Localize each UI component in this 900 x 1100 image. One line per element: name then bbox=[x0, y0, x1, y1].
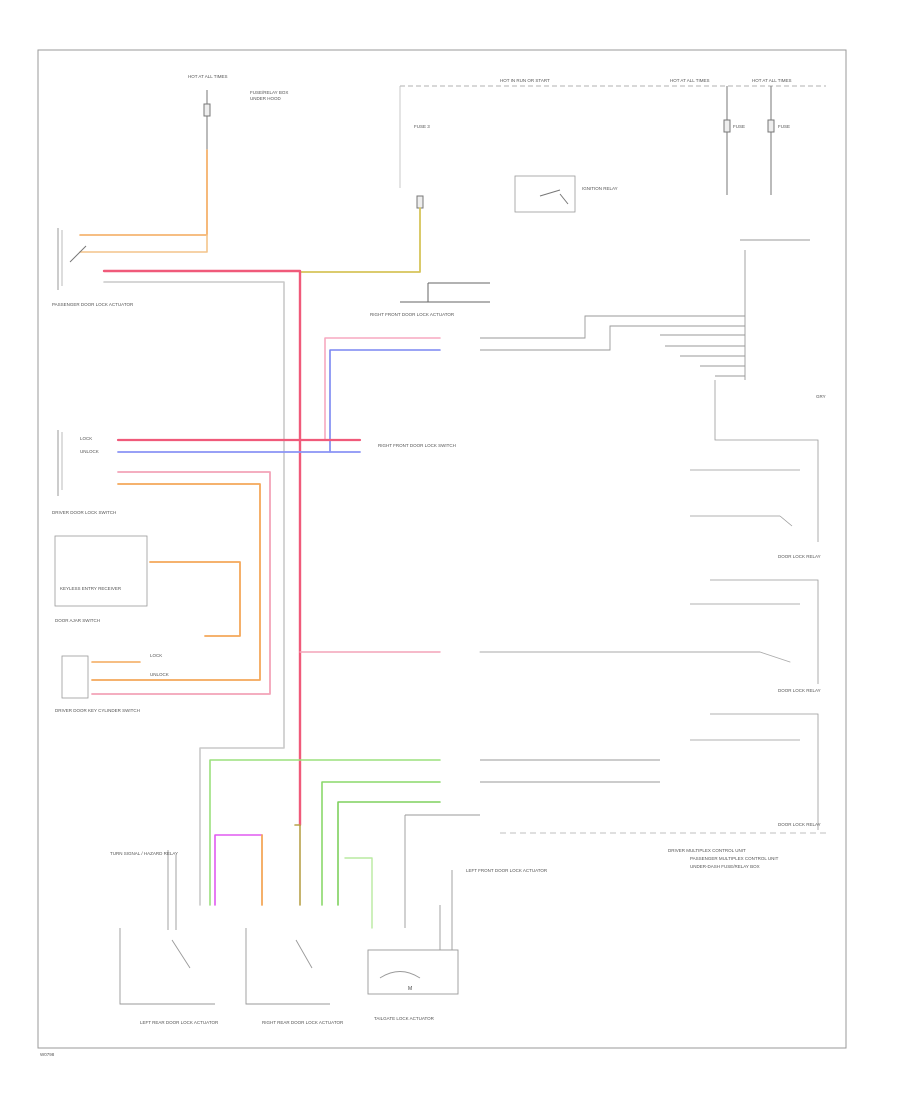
label-unlock-2: UNLOCK bbox=[150, 672, 169, 677]
label-lock-2: LOCK bbox=[150, 653, 162, 658]
label-hot-at-all-times-3: HOT AT ALL TIMES bbox=[752, 78, 792, 83]
label-key-cylinder-switch: DRIVER DOOR KEY CYLINDER SWITCH bbox=[55, 708, 140, 713]
label-keyless-entry-receiver: KEYLESS ENTRY RECEIVER bbox=[60, 586, 122, 591]
wire-red-top bbox=[102, 269, 302, 827]
label-unlock: UNLOCK bbox=[80, 449, 99, 454]
label-tailgate-lock-actuator: TAILGATE LOCK ACTUATOR bbox=[374, 1016, 435, 1021]
wire-olive-bottom bbox=[294, 824, 301, 906]
label-motor-m: M bbox=[408, 986, 412, 992]
footer-code: W0798 bbox=[40, 1052, 55, 1057]
wire-orange-receiver bbox=[149, 561, 241, 637]
wire-gray-long bbox=[479, 651, 791, 663]
wire-blue-signal bbox=[329, 349, 441, 453]
wire-orange-loop bbox=[91, 483, 261, 681]
keyless-entry-receiver: KEYLESS ENTRY RECEIVER bbox=[54, 535, 148, 607]
driver-door-lock-switch: LOCK UNLOCK DRIVER DOOR LOCK SWITCH bbox=[52, 430, 116, 515]
label-gry: GRY bbox=[816, 394, 826, 399]
bottom-actuators bbox=[119, 850, 459, 1005]
rf-connector-lines bbox=[400, 282, 490, 303]
wire-green-1 bbox=[209, 759, 441, 906]
wire-magenta-bottom bbox=[214, 834, 263, 906]
wire-yellow-fuse3 bbox=[299, 207, 421, 273]
label-driver-door-lock-switch: DRIVER DOOR LOCK SWITCH bbox=[52, 510, 116, 515]
left-top-component: PASSENGER DOOR LOCK ACTUATOR bbox=[52, 228, 134, 307]
bus-to-right bbox=[480, 239, 810, 380]
label-lr-door-lock-actuator: LEFT REAR DOOR LOCK ACTUATOR bbox=[140, 1020, 219, 1025]
label-passenger-door-lock-actuator: PASSENGER DOOR LOCK ACTUATOR bbox=[52, 302, 134, 307]
label-fuse-b: FUSE bbox=[778, 124, 790, 129]
wire-orange-top-2 bbox=[79, 234, 208, 253]
label-under-dash-fuse-box: UNDER-DASH FUSE/RELAY BOX bbox=[690, 864, 760, 869]
label-fuse-3: FUSE 3 bbox=[414, 124, 430, 129]
fuse-symbols bbox=[203, 86, 775, 209]
label-door-ajar: DOOR AJAR SWITCH bbox=[55, 618, 100, 623]
wire-green-3 bbox=[337, 801, 441, 906]
door-key-cylinder-switch: LOCK UNLOCK DRIVER DOOR KEY CYLINDER SWI… bbox=[55, 653, 169, 713]
label-rf-door-lock-actuator: RIGHT FRONT DOOR LOCK ACTUATOR bbox=[370, 312, 455, 317]
label-driver-mpcu: DRIVER MULTIPLEX CONTROL UNIT bbox=[668, 848, 746, 853]
wire-orange-top bbox=[79, 149, 208, 236]
wire-gray-top bbox=[103, 281, 285, 906]
label-under-hood: UNDER HOOD bbox=[250, 96, 282, 101]
label-ignition-relay: IGNITION RELAY bbox=[582, 186, 618, 191]
label-door-lock-relay-2: DOOR LOCK RELAY bbox=[778, 688, 821, 693]
label-rf-door-lock-switch: RIGHT FRONT DOOR LOCK SWITCH bbox=[378, 443, 456, 448]
label-hot-at-all-times-1: HOT AT ALL TIMES bbox=[188, 74, 228, 79]
label-turn-signal-relay: TURN SIGNAL / HAZARD RELAY bbox=[110, 851, 178, 856]
label-lock: LOCK bbox=[80, 436, 92, 441]
label-door-lock-relay-1: DOOR LOCK RELAY bbox=[778, 554, 821, 559]
label-rr-door-lock-actuator: RIGHT REAR DOOR LOCK ACTUATOR bbox=[262, 1020, 344, 1025]
wire-green-2 bbox=[321, 781, 441, 906]
label-passenger-mpcu: PASSENGER MULTIPLEX CONTROL UNIT bbox=[690, 856, 779, 861]
label-fuse-a: FUSE bbox=[733, 124, 745, 129]
label-lf-door-lock-actuator: LEFT FRONT DOOR LOCK ACTUATOR bbox=[466, 868, 548, 873]
door-lock-relays bbox=[690, 380, 819, 830]
label-door-lock-relay-3: DOOR LOCK RELAY bbox=[778, 822, 821, 827]
wire-pink-signal bbox=[324, 337, 441, 441]
wire-pink-loop bbox=[91, 471, 271, 695]
label-hot-run-start: HOT IN RUN OR START bbox=[500, 78, 550, 83]
label-fuse-relay-box: FUSE/RELAY BOX bbox=[250, 90, 288, 95]
label-hot-at-all-times-2: HOT AT ALL TIMES bbox=[670, 78, 710, 83]
wire-green-4 bbox=[344, 857, 373, 929]
green-wire-continuations bbox=[404, 759, 660, 928]
ignition-relay: IGNITION RELAY bbox=[514, 175, 618, 213]
diagram-frame bbox=[37, 49, 847, 1049]
